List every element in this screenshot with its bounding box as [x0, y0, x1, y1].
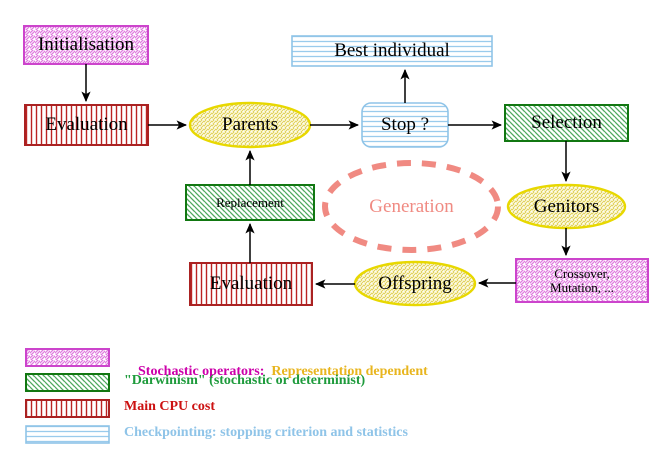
- node-offspring[interactable]: [353, 260, 477, 307]
- legend-item-darwinism: "Darwinism" (stochastic or determinist): [124, 373, 366, 388]
- node-crossover[interactable]: [515, 258, 649, 303]
- node-initialisation[interactable]: [23, 25, 149, 65]
- node-best-individual[interactable]: [291, 35, 493, 67]
- legend-swatch-diagonal-green: [25, 373, 110, 392]
- node-parents[interactable]: [188, 101, 312, 149]
- legend-text-representation-dependent: Representation dependent: [271, 364, 428, 379]
- node-evaluation-top[interactable]: [24, 104, 149, 146]
- node-evaluation-bottom[interactable]: [189, 262, 313, 306]
- legend-text-stochastic-operators: Stochastic operators:: [138, 364, 265, 379]
- node-selection[interactable]: [504, 104, 629, 142]
- node-replacement[interactable]: [185, 184, 315, 221]
- legend-swatch-horizontal-blue: [25, 425, 110, 444]
- legend-swatch-vertical-red: [25, 399, 110, 418]
- legend-item-checkpointing: Checkpointing: stopping criterion and st…: [124, 425, 408, 440]
- legend-item-main-cpu-cost: Main CPU cost: [124, 399, 215, 414]
- legend-swatch-diagonal-magenta: [25, 348, 110, 367]
- node-stop[interactable]: [361, 102, 449, 148]
- node-generation: [322, 160, 501, 253]
- node-genitors[interactable]: [506, 183, 627, 230]
- legend-item-stochastic-operators: Stochastic operators: Representation dep…: [124, 348, 428, 396]
